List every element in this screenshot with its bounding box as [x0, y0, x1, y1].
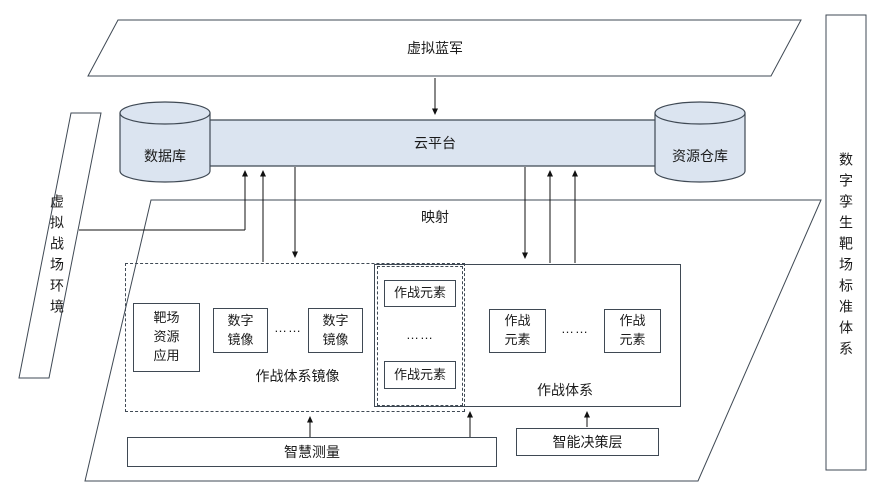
decision-layer-box: 智能决策层 — [516, 428, 659, 456]
database-cylinder-body — [119, 113, 211, 183]
combat-element-box-left: 作战 元素 — [489, 309, 546, 353]
database-label: 数据库 — [144, 148, 186, 164]
combat-system-ellipsis: …… — [561, 321, 589, 336]
element-stack-frame — [377, 266, 463, 406]
repository-cylinder-top — [654, 101, 746, 125]
mapping-label: 映射 — [421, 209, 449, 225]
virtual-battlefield-panel — [18, 112, 102, 379]
virtual-battlefield-label: 虚拟战场环境 — [49, 194, 65, 320]
combat-element-box-right: 作战 元素 — [604, 309, 661, 353]
standard-system-label: 数字孪生靶场标准体系 — [838, 152, 854, 362]
top-band-parallelogram — [87, 19, 802, 77]
digital-mirror-box-1: 数字 镜像 — [213, 308, 268, 353]
database-cylinder-top — [119, 101, 211, 125]
combat-system-mirror-title: 作战体系镜像 — [255, 368, 340, 384]
standard-system-bar — [825, 14, 867, 471]
repository-label: 资源仓库 — [672, 148, 728, 164]
digital-mirror-box-2: 数字 镜像 — [308, 308, 363, 353]
repository-cylinder-body — [654, 113, 746, 183]
combat-element-box-top: 作战元素 — [384, 280, 456, 307]
element-stack-ellipsis: …… — [406, 327, 434, 342]
combat-system-title: 作战体系 — [537, 382, 593, 398]
smart-measurement-box: 智慧测量 — [127, 437, 497, 467]
combat-system-mirror-frame — [125, 263, 465, 412]
mirror-ellipsis: …… — [274, 320, 302, 335]
range-resource-app-box: 靶场 资源 应用 — [133, 303, 200, 372]
connector-group — [79, 78, 590, 437]
top-band-label: 虚拟蓝军 — [407, 40, 463, 56]
cloud-platform-label: 云平台 — [414, 135, 456, 151]
combat-element-box-bottom: 作战元素 — [384, 361, 456, 389]
